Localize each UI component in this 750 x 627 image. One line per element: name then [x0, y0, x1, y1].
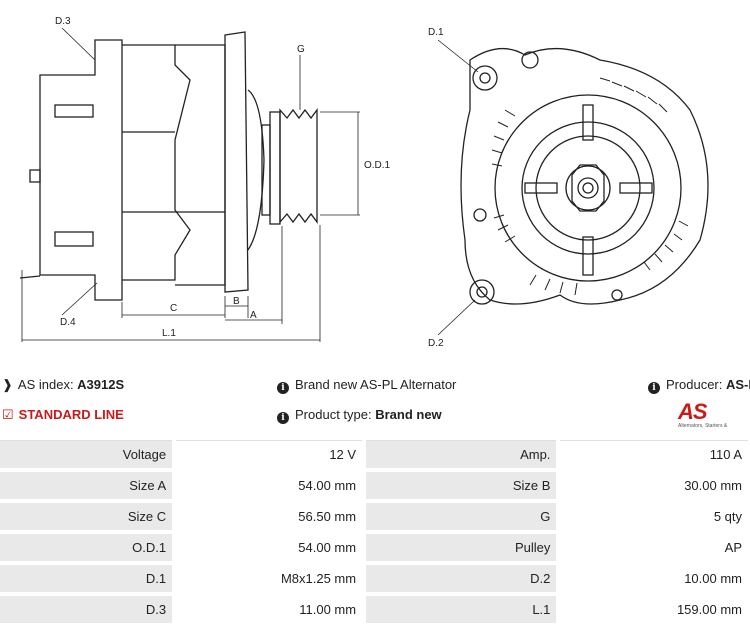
producer-value: AS-PL	[725, 377, 750, 392]
spec-value: 54.00 mm	[174, 531, 367, 565]
front-leaders	[437, 39, 479, 336]
label-d1: D.1	[428, 27, 444, 38]
spec-label: Size A	[0, 469, 177, 503]
label-od1: O.D.1	[364, 160, 391, 171]
label-l1: L.1	[162, 328, 176, 339]
spec-value: AP	[558, 531, 748, 565]
tag-icon: ❱	[2, 377, 13, 392]
spec-value: 30.00 mm	[558, 469, 748, 503]
spec-label: D.2	[364, 562, 561, 596]
spec-label: Size B	[364, 469, 561, 503]
side-view	[19, 31, 318, 301]
spec-label: Voltage	[0, 440, 177, 472]
label-b: B	[233, 296, 240, 307]
spec-value: M8x1.25 mm	[174, 562, 367, 596]
producer: i Producer: AS-PL	[648, 377, 750, 394]
spec-value: 10.00 mm	[558, 562, 748, 596]
checkbox-icon: ☑	[2, 407, 14, 422]
spec-value: 159.00 mm	[558, 593, 748, 627]
as-pl-logo: AS Alternators, Starters &	[678, 399, 727, 429]
label-d3: D.3	[55, 16, 71, 27]
as-index: ❱ AS index: A3912S	[2, 377, 124, 393]
spec-label: Size C	[0, 500, 177, 534]
label-d4: D.4	[60, 317, 76, 328]
spec-value: 56.50 mm	[174, 500, 367, 534]
spec-value: 54.00 mm	[174, 469, 367, 503]
front-view	[460, 47, 709, 305]
spec-value: 11.00 mm	[174, 593, 367, 627]
description: i Brand new AS-PL Alternator	[277, 377, 456, 394]
product-type: i Product type: Brand new	[277, 407, 442, 424]
dimension-lines	[21, 27, 360, 342]
label-c: C	[170, 303, 177, 314]
spec-value: 110 A	[558, 440, 748, 472]
description-text: Brand new AS-PL Alternator	[295, 377, 457, 392]
spec-label: Amp.	[364, 440, 561, 472]
alternator-drawing: D.3 D.4 G O.D.1 C B A L.1 D.1 D.2	[19, 16, 709, 349]
as-index-label: AS index:	[17, 377, 78, 392]
info-icon: i	[648, 382, 660, 394]
spec-label: D.1	[0, 562, 177, 596]
spec-value: 5 qty	[558, 500, 748, 534]
spec-value: 12 V	[174, 440, 367, 472]
info-icon: i	[277, 382, 289, 394]
standard-line-label: STANDARD LINE	[18, 407, 124, 422]
label-a: A	[250, 310, 257, 321]
label-d2: D.2	[428, 338, 444, 349]
spec-label: G	[364, 500, 561, 534]
spec-label: O.D.1	[0, 531, 177, 565]
product-type-label: Product type:	[295, 407, 376, 422]
spec-label: L.1	[364, 593, 561, 627]
logo-tagline: Alternators, Starters &	[678, 423, 728, 429]
spec-label: Pulley	[364, 531, 561, 565]
producer-label: Producer:	[666, 377, 726, 392]
standard-line: ☑ STANDARD LINE	[2, 407, 124, 423]
info-icon: i	[277, 412, 289, 424]
logo-text: AS	[678, 399, 708, 424]
label-g: G	[297, 44, 305, 55]
spec-label: D.3	[0, 593, 177, 627]
product-type-value: Brand new	[375, 407, 442, 422]
as-index-value: A3912S	[77, 377, 125, 392]
drawing-labels: D.3 D.4 G O.D.1 C B A L.1 D.1 D.2	[55, 16, 444, 349]
